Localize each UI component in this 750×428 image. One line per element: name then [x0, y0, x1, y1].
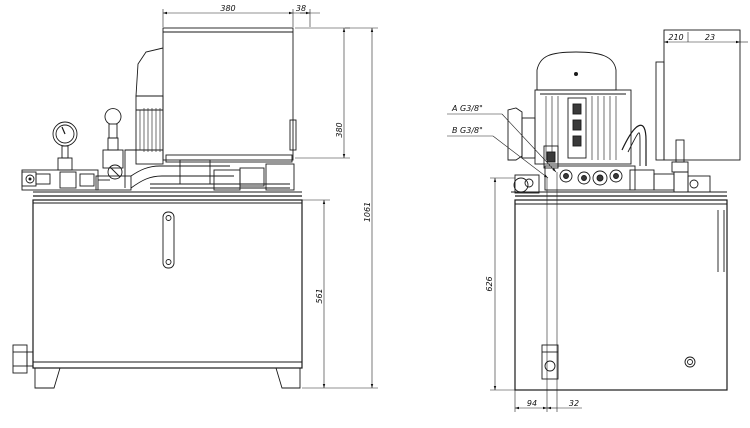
- motor-fins: [139, 108, 161, 152]
- dim-side-tank-height: 626: [485, 276, 494, 291]
- dim-side-top-b: 23: [705, 33, 715, 42]
- side-motor: [507, 51, 632, 169]
- port-labels: A G3/8" B G3/8": [447, 104, 557, 179]
- side-tank: [514, 199, 728, 391]
- pressure-gauge: [52, 121, 78, 171]
- dim-side-bottom-a: 94: [527, 399, 537, 408]
- drain-plug: [12, 344, 34, 374]
- dim-side-top-a: 210: [668, 33, 683, 42]
- front-dimensions: 380 38 380 561 1061: [162, 4, 378, 389]
- dim-front-offset: 38: [296, 4, 306, 13]
- port-a-label: A G3/8": [451, 104, 483, 113]
- side-cover: [655, 29, 741, 161]
- side-top-assembly: [511, 124, 727, 197]
- side-motor-fins: [545, 96, 617, 160]
- front-view: 380 38 380 561 1061: [12, 4, 378, 389]
- dim-total-height: 1061: [363, 202, 372, 222]
- side-view: A G3/8" B G3/8" 210 23 626: [447, 29, 748, 412]
- front-tank: [12, 199, 303, 389]
- port-b-label: B G3/8": [452, 126, 483, 135]
- dim-tank-height: 561: [315, 288, 324, 303]
- dim-front-width: 380: [220, 4, 235, 13]
- front-top-assembly: [21, 108, 302, 197]
- side-dimensions: 210 23 626 94 32: [485, 30, 748, 412]
- front-motor: [135, 27, 297, 165]
- dim-side-bottom-b: 32: [569, 399, 579, 408]
- dim-motor-height: 380: [335, 122, 344, 137]
